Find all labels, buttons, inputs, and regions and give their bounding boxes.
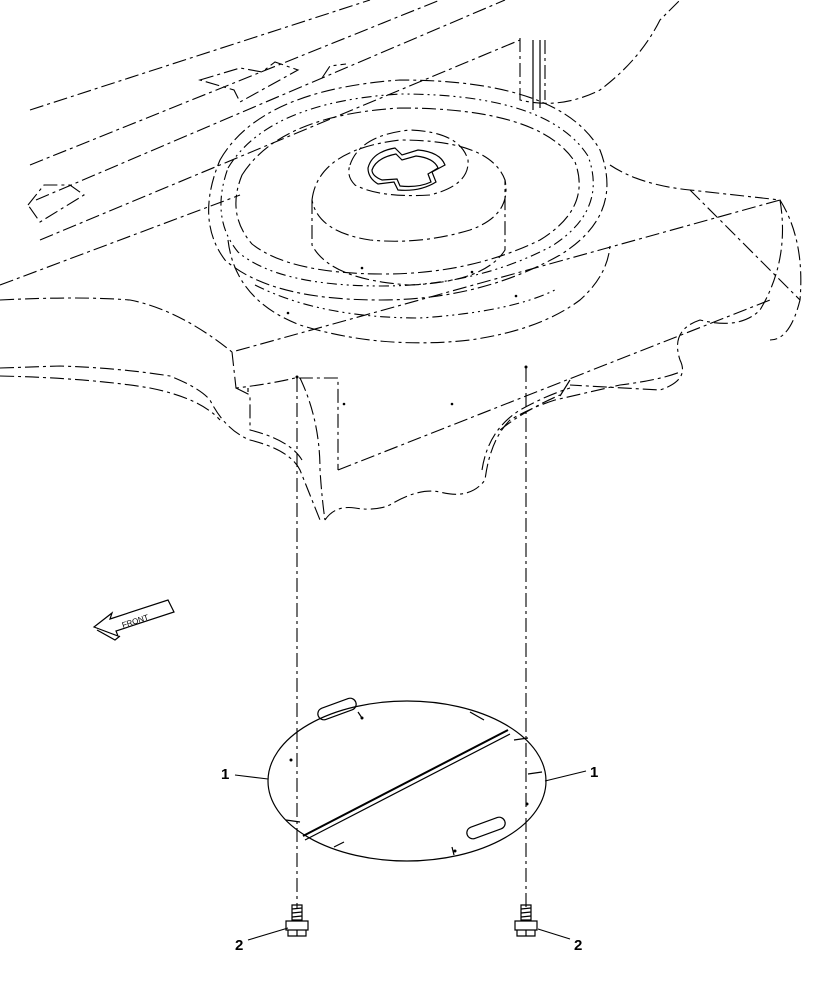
front-direction-arrow: FRONT xyxy=(92,599,175,641)
callout-cover-left: 1 xyxy=(221,766,229,783)
callout-bolt-left: 2 xyxy=(235,937,243,954)
callout-bolt-right: 2 xyxy=(574,937,582,954)
callout-leaders xyxy=(234,770,587,941)
bolt-right xyxy=(514,904,538,937)
spare-tire-cover xyxy=(267,697,547,862)
callout-cover-right: 1 xyxy=(590,764,598,781)
bolt-left xyxy=(285,904,309,937)
body-floor-phantom xyxy=(0,0,802,521)
front-label: FRONT xyxy=(121,613,150,630)
alignment-lines xyxy=(295,365,528,908)
